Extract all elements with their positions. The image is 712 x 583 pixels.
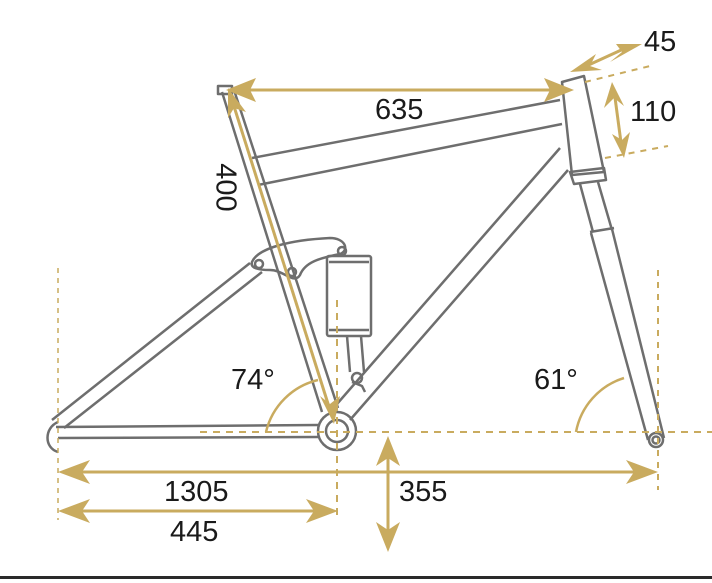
label-head-angle: 61° — [534, 364, 578, 396]
label-head-tube: 110 — [630, 96, 677, 128]
label-bb-drop: 355 — [399, 476, 448, 508]
fork-upper — [578, 181, 614, 233]
label-top-tube: 635 — [375, 94, 424, 126]
label-stack-offset: 45 — [644, 26, 677, 58]
seat-tube — [220, 89, 340, 413]
rear-dropout — [46, 420, 59, 454]
label-seat-angle: 74° — [231, 364, 275, 396]
down-tube — [329, 147, 569, 421]
rocker-link — [250, 236, 347, 280]
fork-lower — [589, 228, 666, 441]
seatstay — [51, 262, 263, 429]
label-seat-tube: 400 — [209, 163, 242, 212]
fork-crown-line — [589, 226, 615, 234]
frame — [46, 74, 666, 454]
rear-shock-body — [325, 254, 373, 338]
front-axle — [647, 431, 665, 449]
rear-shock-shaft — [345, 335, 366, 373]
bottom-rule — [0, 576, 712, 579]
label-chainstay: 445 — [170, 516, 219, 548]
label-wheelbase: 1305 — [164, 476, 229, 508]
top-tube — [251, 98, 563, 187]
chainstay — [55, 423, 319, 440]
headset-ring — [568, 166, 608, 186]
dimension-arrows — [58, 44, 658, 552]
